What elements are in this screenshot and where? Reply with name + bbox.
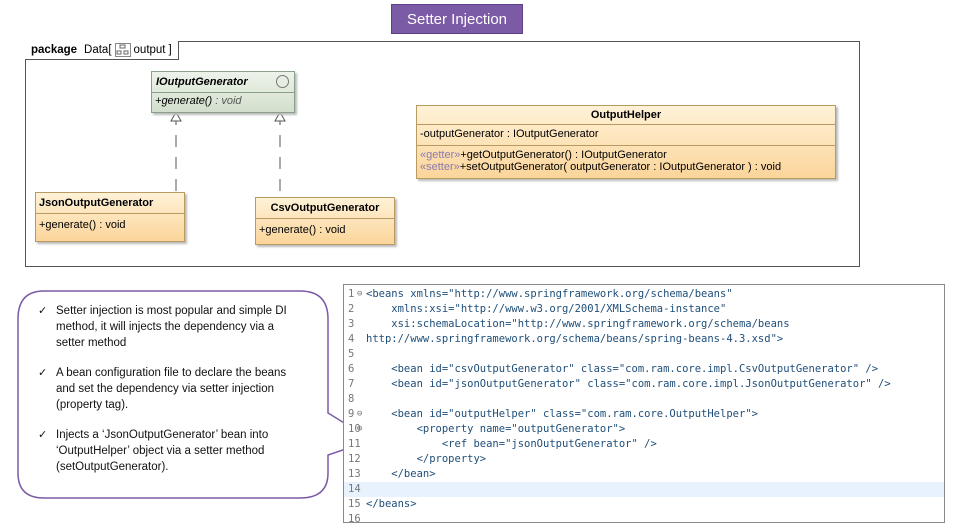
package-tab: package Data[ output ] [25, 41, 179, 60]
fold-icon[interactable]: ⊖ [357, 409, 363, 419]
class-name: JsonOutputGenerator [36, 193, 184, 214]
class-name: OutputHelper [417, 106, 835, 125]
class-op: +generate() : void [39, 219, 126, 231]
line-number: 7 [348, 378, 355, 390]
code-line: 2 xmlns:xsi="http://www.w3.org/2001/XMLS… [344, 302, 944, 317]
bullet-text: Injects a ‘JsonOutputGenerator’ bean int… [56, 429, 269, 473]
slide-title: Setter Injection [391, 4, 523, 34]
package-keyword: package [31, 44, 78, 56]
interface-op: +generate() : void [152, 93, 294, 109]
op-visibility: + [155, 95, 162, 107]
code-line: 12 </property> [344, 452, 944, 467]
class-jsonoutputgenerator[interactable]: JsonOutputGenerator +generate() : void [35, 192, 185, 242]
fold-icon[interactable]: ⊖ [357, 424, 363, 434]
line-number: 10 [348, 423, 361, 435]
code-line: 8 [344, 392, 944, 407]
line-number: 9 [348, 408, 355, 420]
op-type: : void [212, 95, 242, 107]
code-line-current: 14 [344, 482, 944, 497]
line-number: 16 [348, 513, 361, 522]
fold-icon[interactable]: ⊖ [357, 289, 363, 299]
op-name: generate() [161, 95, 213, 107]
class-outputhelper[interactable]: OutputHelper -outputGenerator : IOutputG… [416, 105, 836, 179]
line-text: <ref bean="jsonOutputGenerator" /> [366, 438, 657, 450]
code-line: 5 [344, 347, 944, 362]
realization-csv-arrow [274, 110, 286, 122]
interface-ioutputgenerator[interactable]: IOutputGenerator +generate() : void [151, 71, 295, 113]
code-line: 3 xsi:schemaLocation="http://www.springf… [344, 317, 944, 332]
stereotype-setter: «setter» [420, 161, 460, 173]
line-text: <beans xmlns="http://www.springframework… [366, 288, 733, 300]
check-icon: ✓ [38, 429, 48, 441]
check-icon: ✓ [38, 367, 48, 379]
line-number: 12 [348, 453, 361, 465]
code-line: 11 <ref bean="jsonOutputGenerator" /> [344, 437, 944, 452]
code-line: 15 </beans> [344, 497, 944, 512]
code-line: 10⊖ <property name="outputGenerator"> [344, 422, 944, 437]
line-text: xmlns:xsi="http://www.w3.org/2001/XMLSch… [366, 303, 727, 315]
getter-op: +getOutputGenerator() : IOutputGenerator [460, 149, 667, 161]
code-line: 1⊖<beans xmlns="http://www.springframewo… [344, 287, 944, 302]
line-text: <bean id="jsonOutputGenerator" class="co… [366, 378, 891, 390]
line-number: 8 [348, 393, 355, 405]
line-text: <bean id="outputHelper" class="com.ram.c… [366, 408, 758, 420]
line-number: 14 [348, 483, 361, 495]
line-text: </beans> [366, 498, 417, 510]
line-text: xsi:schemaLocation="http://www.springfra… [366, 318, 790, 330]
line-number: 13 [348, 468, 361, 480]
bullet-list: ✓ Setter injection is most popular and si… [38, 303, 300, 489]
stereotype-getter: «getter» [420, 149, 461, 161]
line-number: 2 [348, 303, 355, 315]
package-frame-label: output [133, 44, 166, 56]
line-number: 4 [348, 333, 355, 345]
interface-icon [276, 75, 289, 88]
line-text: </property> [366, 453, 487, 465]
line-text: <bean id="csvOutputGenerator" class="com… [366, 363, 879, 375]
bullet-text: A bean configuration file to declare the… [56, 367, 287, 411]
line-number: 11 [348, 438, 361, 450]
line-number: 6 [348, 363, 355, 375]
class-name: CsvOutputGenerator [256, 198, 394, 219]
line-number: 5 [348, 348, 355, 360]
class-getter: «getter»+getOutputGenerator() : IOutputG… [417, 146, 835, 161]
line-text: <property name="outputGenerator"> [366, 423, 626, 435]
line-text: http://www.springframework.org/schema/be… [366, 333, 784, 345]
xml-code-editor[interactable]: 1⊖<beans xmlns="http://www.springframewo… [343, 284, 945, 523]
class-csvoutputgenerator[interactable]: CsvOutputGenerator +generate() : void [255, 197, 395, 245]
bullet-text: Setter injection is most popular and sim… [56, 305, 287, 349]
code-line: 4 http://www.springframework.org/schema/b… [344, 332, 944, 347]
line-number: 3 [348, 318, 355, 330]
class-setter: «setter»+setOutputGenerator( outputGener… [417, 161, 835, 175]
bullet-item: ✓ Setter injection is most popular and si… [38, 303, 300, 351]
bullet-item: ✓ A bean configuration file to declare th… [38, 365, 300, 413]
package-close: ] [168, 44, 172, 56]
class-op: +generate() : void [259, 224, 346, 236]
class-attribute: -outputGenerator : IOutputGenerator [417, 125, 835, 146]
setter-op: +setOutputGenerator( outputGenerator : I… [459, 161, 782, 173]
package-name: Data[ [84, 44, 112, 56]
code-line: 16 [344, 512, 944, 522]
code-line: 13 </bean> [344, 467, 944, 482]
line-number: 1 [348, 288, 355, 300]
code-line: 7 <bean id="jsonOutputGenerator" class="… [344, 377, 944, 392]
code-line: 9⊖ <bean id="outputHelper" class="com.ra… [344, 407, 944, 422]
line-text: </bean> [366, 468, 436, 480]
code-line: 6 <bean id="csvOutputGenerator" class="c… [344, 362, 944, 377]
interface-name: IOutputGenerator [152, 72, 294, 93]
diagram-icon [114, 43, 131, 57]
bullet-item: ✓ Injects a ‘JsonOutputGenerator’ bean in… [38, 427, 300, 475]
check-icon: ✓ [38, 305, 48, 317]
line-number: 15 [348, 498, 361, 510]
realization-json-arrow [170, 110, 182, 122]
